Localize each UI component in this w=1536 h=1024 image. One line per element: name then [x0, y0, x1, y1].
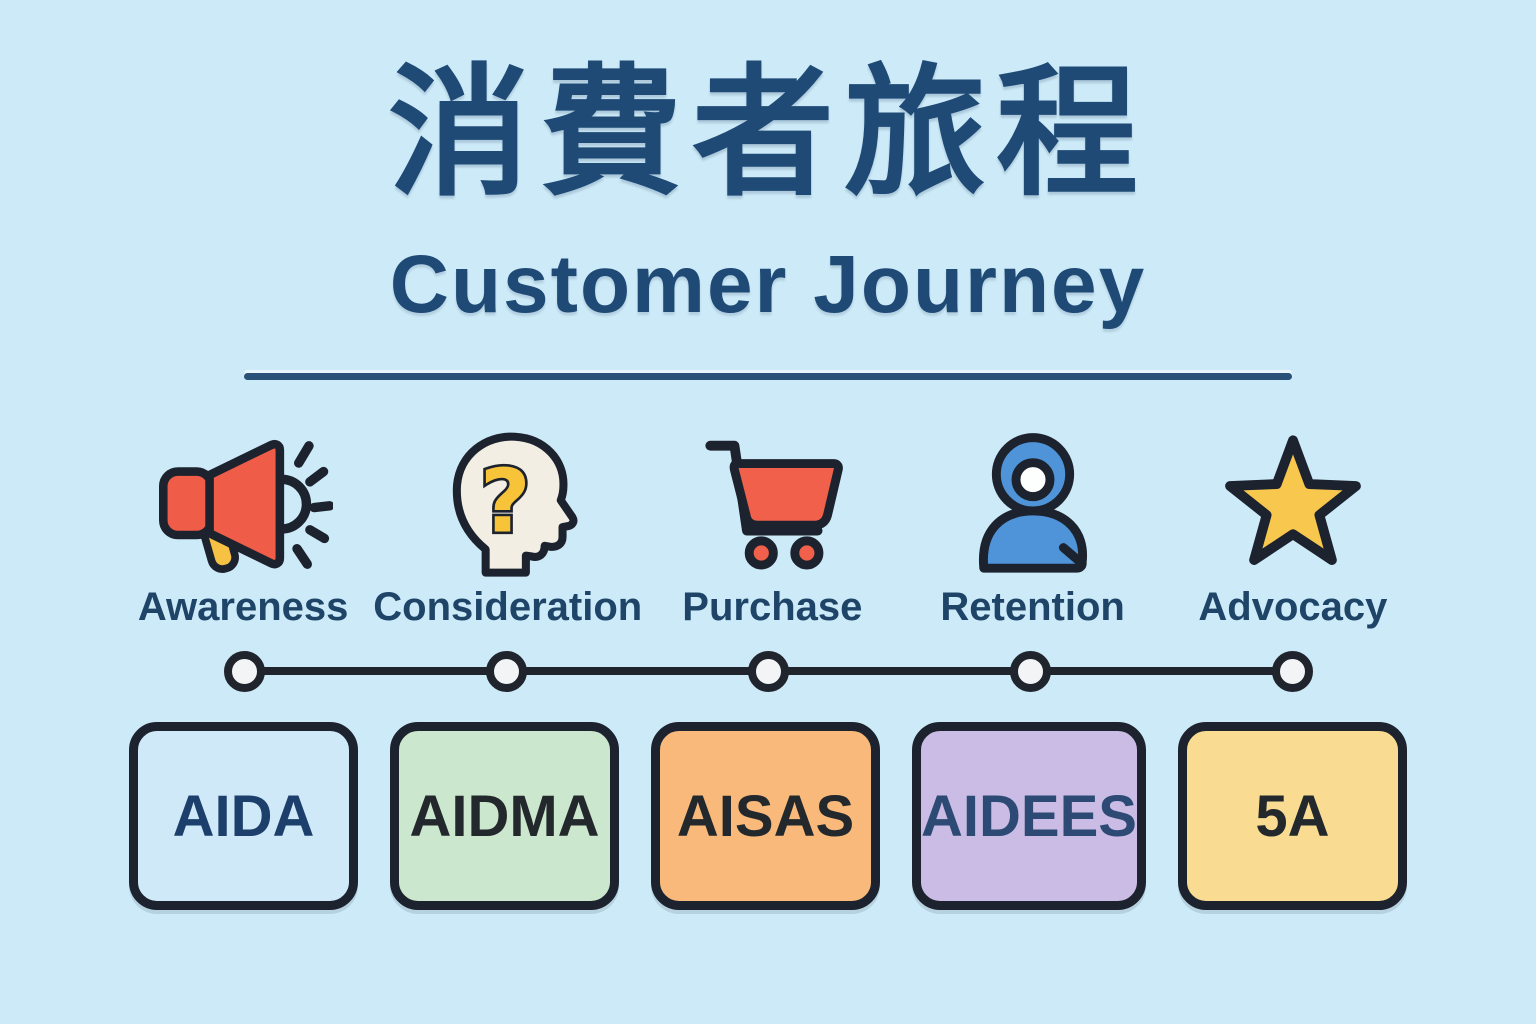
star-icon [1217, 424, 1369, 579]
stage-label-retention: Retention [940, 585, 1125, 629]
model-box-aida: AIDA [129, 722, 359, 910]
stage-awareness: Awareness [113, 424, 373, 630]
model-box-aidma: AIDMA [390, 722, 620, 910]
english-title: Customer Journey [389, 239, 1147, 330]
journey-timeline [113, 650, 1423, 692]
model-box-label: AIDEES [921, 783, 1137, 849]
stage-row: Awareness ? Consideration Purchase [113, 424, 1423, 630]
stage-label-awareness: Awareness [137, 585, 349, 629]
thinking-head-icon: ? [432, 424, 584, 579]
stage-label-consideration: Consideration [373, 585, 643, 629]
svg-text:?: ? [480, 450, 531, 552]
model-box-label: AIDA [172, 783, 315, 849]
model-box-aidees: AIDEES [912, 722, 1146, 910]
stage-consideration: ? Consideration [373, 424, 642, 630]
timeline-node-advocacy [1271, 650, 1313, 692]
stage-label-purchase: Purchase [682, 585, 863, 629]
timeline-node-consideration [485, 650, 527, 692]
stage-label-advocacy: Advocacy [1198, 585, 1388, 629]
model-box-label: AISAS [676, 783, 855, 849]
chinese-title: 消費者旅程 [388, 51, 1148, 216]
model-box-5a: 5A [1178, 722, 1408, 910]
megaphone-icon [153, 424, 334, 579]
stage-purchase: Purchase [642, 424, 902, 630]
model-box-label: AIDMA [409, 783, 600, 849]
model-box-row: AIDA AIDMA AISAS AIDEES 5A [113, 722, 1423, 910]
model-box-aisas: AISAS [651, 722, 881, 910]
stage-advocacy: Advocacy [1163, 424, 1423, 630]
timeline-node-retention [1009, 650, 1051, 692]
title-divider [244, 373, 1292, 380]
model-box-label: 5A [1255, 783, 1330, 849]
stage-retention: Retention [902, 424, 1162, 630]
shopping-cart-icon [696, 424, 848, 579]
person-icon [957, 424, 1109, 579]
timeline-node-awareness [223, 650, 265, 692]
timeline-node-purchase [747, 650, 789, 692]
